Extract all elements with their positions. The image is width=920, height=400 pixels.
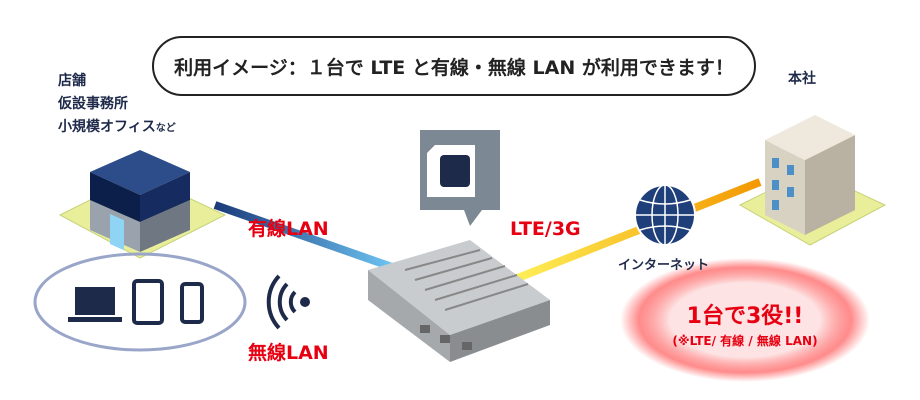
sim-card-icon (420, 130, 500, 226)
headquarters-building-icon (738, 115, 887, 246)
callout: 1台で3役!! (※LTE/ 有線 / 無線 LAN) (640, 298, 850, 349)
lte-line (498, 178, 762, 289)
internet-label: インターネット (618, 258, 710, 273)
callout-title: 1台で3役!! (686, 304, 804, 329)
branch-building-icon (58, 150, 227, 259)
wired-lan-label: 有線LAN (248, 218, 329, 240)
branch-label-temp-office: 仮設事務所 (58, 96, 128, 112)
router-icon (368, 240, 550, 362)
branch-location-labels: 店舗 仮設事務所 小規模オフィスなど (58, 70, 176, 140)
wired-lan-line (213, 201, 397, 272)
callout-subtitle: (※LTE/ 有線 / 無線 LAN) (672, 334, 818, 348)
tablet-icon (132, 279, 164, 325)
branch-label-store: 店舗 (58, 73, 86, 89)
internet-globe-icon (634, 184, 696, 246)
branch-label-small-office: 小規模オフィス (58, 119, 156, 135)
wireless-devices-area (33, 252, 247, 352)
smartphone-icon (180, 282, 204, 324)
hq-label: 本社 (788, 71, 816, 87)
laptop-icon (68, 287, 122, 322)
branch-label-suffix: など (155, 123, 176, 134)
lte-label: LTE/3G (510, 218, 581, 240)
wireless-lan-label: 無線LAN (248, 342, 329, 364)
callout-glow (620, 258, 870, 382)
wifi-icon (266, 274, 310, 330)
usage-banner: 利用イメージ：１台で LTE と有線・無線 LAN が利用できます！ (152, 36, 756, 96)
